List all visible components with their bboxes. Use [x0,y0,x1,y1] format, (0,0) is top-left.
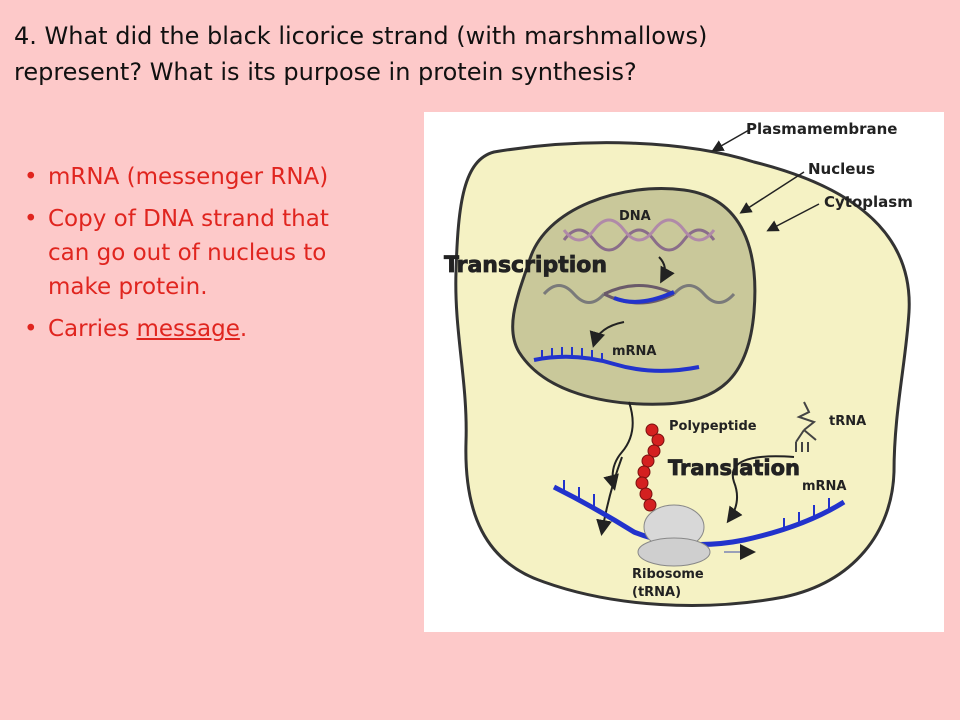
bullet-copy-of-dna: Copy of DNA strand that can go out of nu… [24,202,424,304]
polypeptide-chain [635,423,665,512]
bullet-mrna: mRNA (messenger RNA) [24,160,424,194]
bullet-carries-message: Carries message. [24,312,424,346]
ribosome-label: Ribosome [632,567,704,582]
bullet-carries-suffix: . [239,316,248,342]
export-arrow [603,401,634,491]
translation-label: Translation [668,456,800,480]
ribosome [637,504,756,567]
trna-arrow [726,455,795,524]
bullet-list: mRNA (messenger RNA) Copy of DNA strand … [24,160,424,354]
cytoplasm-pointer [766,203,820,232]
mrna-label-cytoplasm: mRNA [802,479,847,494]
protein-synthesis-diagram: DNA Transcription mRNA [424,112,944,632]
mrna-arrow-nucleus [589,321,625,348]
ribosome-exit-arrow [596,456,623,536]
transcription-arrow [658,256,675,284]
polypeptide-label: Polypeptide [669,419,757,434]
title-line-1: 4. What did the black licorice strand (w… [14,22,708,50]
mrna-strand-nucleus [533,347,700,373]
plasmamembrane-pointer [711,129,750,152]
bullet-message-underlined: message [136,316,240,342]
bullet-copy-line-1: Copy of DNA strand that [48,206,329,232]
dna-label: DNA [619,209,651,224]
title-line-2: represent? What is its purpose in protei… [14,58,637,86]
slide-title: 4. What did the black licorice strand (w… [14,18,944,90]
bullet-carries-prefix: Carries [48,316,137,342]
plasmamembrane-label: Plasmamembrane [746,120,897,138]
trna-molecule [795,401,817,452]
ribosome-sublabel: (tRNA) [632,585,681,600]
mrna-label-nucleus: mRNA [612,344,657,359]
transcription-label: Transcription [444,253,607,278]
nucleus-shape [511,187,757,406]
trna-label: tRNA [829,414,866,429]
bullet-mrna-text: mRNA (messenger RNA) [48,164,329,190]
nucleus-pointer [739,171,805,214]
cytoplasm-label: Cytoplasm [824,193,913,211]
nascent-mrna-nucleus [613,290,675,304]
nucleus-label: Nucleus [808,160,875,178]
dna-helix-top [562,218,716,252]
bullet-copy-line-2: can go out of nucleus to [48,240,327,266]
bullet-copy-line-3: make protein. [48,274,208,300]
